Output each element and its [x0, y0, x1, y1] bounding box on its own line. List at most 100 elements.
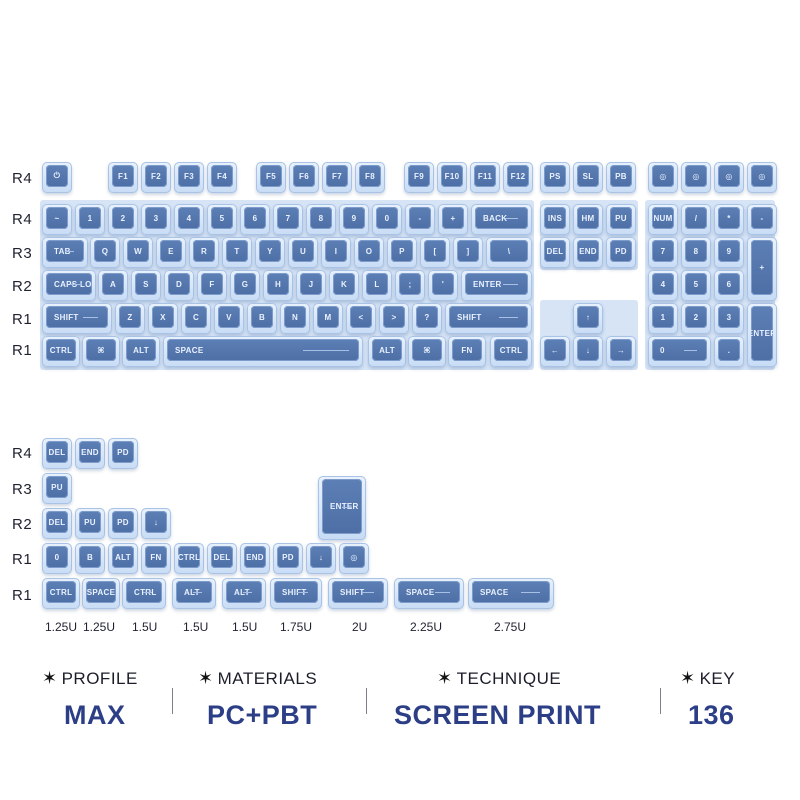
keycap-legend: SHIFT: [332, 581, 384, 603]
keycap: M: [313, 303, 343, 334]
keycap: 4: [174, 204, 204, 235]
keycap-legend: F5: [260, 165, 282, 187]
keycap-legend: N: [284, 306, 306, 328]
keycap-legend: ↑: [577, 306, 599, 328]
keycap: <: [346, 303, 376, 334]
keycap-legend: F3: [178, 165, 200, 187]
keycap: TAB: [42, 237, 88, 268]
keycap-legend: F2: [145, 165, 167, 187]
keycap-legend: ~: [46, 207, 68, 229]
keycap: 7: [648, 237, 678, 268]
keycap: R: [189, 237, 219, 268]
keycap-legend: -: [751, 207, 773, 229]
keycap-legend: F: [201, 273, 223, 295]
keycap: ALT: [222, 578, 266, 609]
keycap-legend: F8: [359, 165, 381, 187]
keycap: DEL: [540, 237, 570, 268]
size-label: 1.5U: [183, 620, 209, 634]
keycap: X: [148, 303, 178, 334]
keycap: >: [379, 303, 409, 334]
keycap-legend: 4: [652, 273, 674, 295]
keycap-legend: .: [718, 339, 740, 361]
keycap-legend: F9: [408, 165, 430, 187]
keycap: F: [197, 270, 227, 301]
size-label: 1.5U: [232, 620, 258, 634]
keycap-legend: END: [577, 240, 599, 262]
keycap-legend: 2: [685, 306, 707, 328]
keycap-legend: F11: [474, 165, 496, 187]
keycap-legend: ⏻: [46, 165, 68, 187]
keycap-legend: Q: [94, 240, 116, 262]
spec-heading-materials: ✶ MATERIALS: [198, 668, 317, 689]
keycap-legend: F7: [326, 165, 348, 187]
keycap: NUM: [648, 204, 678, 235]
spec-value-key: 136: [688, 700, 735, 730]
keycap: ◎: [648, 162, 678, 193]
keycap-legend: 0: [652, 339, 707, 361]
size-label: 2U: [352, 620, 368, 634]
keycap: T: [222, 237, 252, 268]
keycap-legend: F12: [507, 165, 529, 187]
keycap: F2: [141, 162, 171, 193]
size-label: 1.5U: [132, 620, 158, 634]
keycap-legend: INS: [544, 207, 566, 229]
spec-heading-profile: ✶ PROFILE: [42, 668, 138, 689]
keycap-legend: FN: [145, 546, 167, 568]
keycap-legend: ALT: [372, 339, 402, 361]
size-label: 2.25U: [410, 620, 443, 634]
keycap: F11: [470, 162, 500, 193]
keycap-legend: PD: [277, 546, 299, 568]
keycap-legend: ◎: [718, 165, 740, 187]
size-label: 1.25U: [45, 620, 78, 634]
keycap-legend: F4: [211, 165, 233, 187]
keycap: ↓: [141, 508, 171, 539]
keycap-legend: 8: [310, 207, 332, 229]
keycap-legend: ?: [416, 306, 438, 328]
keycap: ◎: [714, 162, 744, 193]
keycap: 2: [108, 204, 138, 235]
keycap-legend: V: [218, 306, 240, 328]
keycap: →: [606, 336, 636, 367]
sparkle-icon: ✶: [42, 668, 58, 688]
keycap-legend: >: [383, 306, 405, 328]
keycap: 0: [648, 336, 711, 367]
keycap: F7: [322, 162, 352, 193]
keycap: PD: [108, 508, 138, 539]
spec-heading-key: ✶ KEY: [680, 668, 735, 689]
row-label: R1: [12, 342, 33, 359]
spec-heading-label: TECHNIQUE: [456, 668, 562, 688]
keycap: ⏻: [42, 162, 72, 193]
keycap-legend: ENTER: [465, 273, 528, 295]
keycap: Q: [90, 237, 120, 268]
keycap: SHIFT: [42, 303, 112, 334]
keycap-legend: 2: [112, 207, 134, 229]
keycap: ALT: [172, 578, 216, 609]
keycap-legend: L: [366, 273, 388, 295]
keycap-legend: SHIFT: [46, 306, 108, 328]
row-label: R3: [12, 245, 33, 262]
size-label: 2.75U: [494, 620, 527, 634]
keycap: ◎: [681, 162, 711, 193]
keycap-legend: ': [432, 273, 454, 295]
keycap: END: [573, 237, 603, 268]
keycap-legend: +: [442, 207, 464, 229]
keycap-legend: -: [409, 207, 431, 229]
keycap: FN: [141, 543, 171, 574]
keycap-legend: CTRL: [178, 546, 200, 568]
keycap: END: [75, 438, 105, 469]
keycap-legend: G: [234, 273, 256, 295]
keycap: +: [747, 237, 777, 301]
keycap-legend: B: [79, 546, 101, 568]
keycap-legend: <: [350, 306, 372, 328]
keycap: F4: [207, 162, 237, 193]
keycap-legend: +: [751, 240, 773, 295]
row-label: R4: [12, 445, 33, 462]
keycap: CTRL: [42, 336, 80, 367]
spec-value-profile: MAX: [64, 700, 126, 730]
keycap: C: [181, 303, 211, 334]
keycap-legend: P: [391, 240, 413, 262]
keycap: I: [321, 237, 351, 268]
keycap: DEL: [207, 543, 237, 574]
keycap: PS: [540, 162, 570, 193]
keycap-legend: B: [251, 306, 273, 328]
